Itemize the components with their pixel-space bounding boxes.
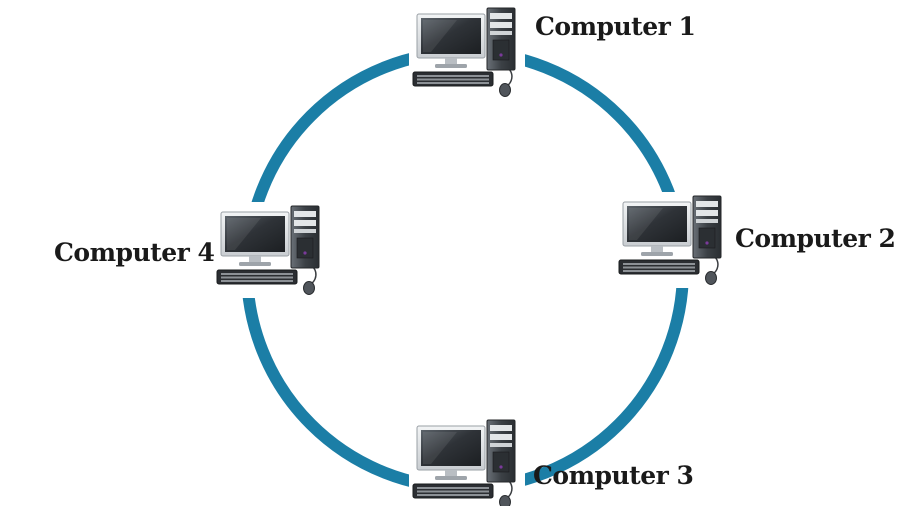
desktop-computer-icon	[213, 202, 329, 298]
computer-3-label: Computer 3	[533, 461, 694, 490]
computer-1-label: Computer 1	[535, 12, 696, 41]
desktop-computer-icon	[409, 416, 525, 506]
computer-4-label: Computer 4	[54, 238, 215, 267]
desktop-computer-icon	[409, 4, 525, 100]
desktop-computer-icon	[615, 192, 731, 288]
computer-2-label: Computer 2	[735, 224, 896, 253]
